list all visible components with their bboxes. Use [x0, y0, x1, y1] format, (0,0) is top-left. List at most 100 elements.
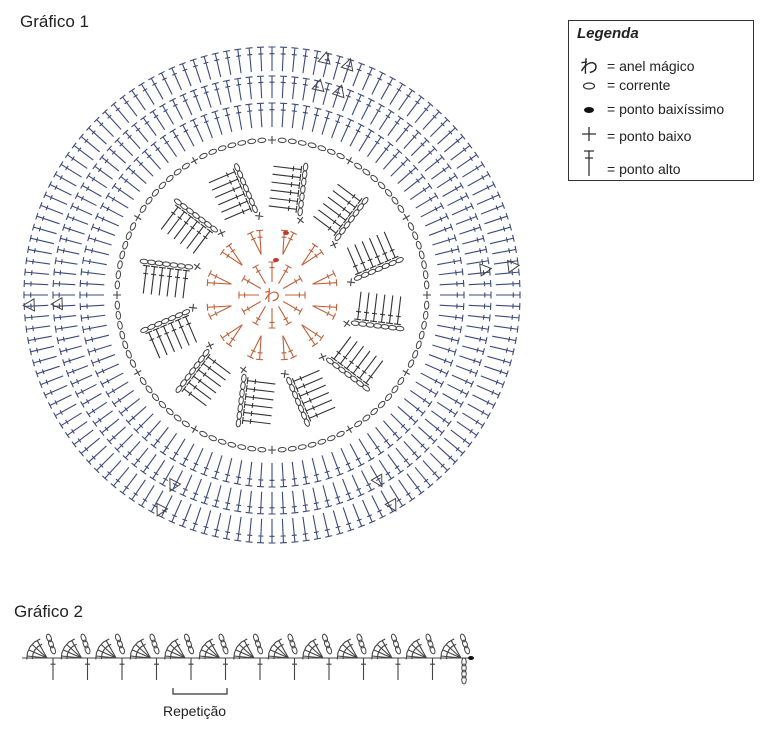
double-crochet-stitch: [493, 325, 519, 333]
double-crochet-stitch: [78, 437, 101, 457]
chain-stitch: [119, 330, 126, 340]
chain-stitch: [387, 324, 397, 331]
double-crochet-stitch: [312, 50, 322, 75]
double-crochet-stitch: [201, 641, 220, 659]
double-crochet-stitch: [234, 516, 242, 542]
double-crochet-stitch: [358, 128, 375, 152]
chain-stitch: [257, 446, 267, 453]
double-crochet-stitch: [294, 377, 323, 393]
double-crochet-stitch: [58, 161, 82, 178]
double-crochet-stitch: [302, 48, 310, 74]
chain-stitch: [395, 325, 405, 332]
double-crochet-stitch: [398, 479, 416, 503]
double-crochet-stitch: [447, 192, 470, 207]
double-crochet-stitch: [304, 399, 333, 415]
double-crochet-stitch: [153, 657, 160, 680]
double-crochet-stitch: [469, 291, 492, 299]
chain-stitch: [208, 148, 217, 155]
double-crochet-stitch: [133, 156, 154, 177]
double-crochet-stitch: [189, 58, 202, 83]
picot-fan: [156, 502, 169, 517]
double-crochet-stitch: [436, 401, 459, 418]
double-crochet-stitch: [53, 314, 77, 322]
double-crochet-stitch: [302, 77, 310, 101]
double-crochet-stitch: [291, 369, 320, 385]
double-crochet-stitch: [173, 214, 194, 240]
double-crochet-stitch: [390, 413, 411, 434]
chain-stitch: [254, 639, 262, 649]
double-crochet-stitch: [443, 437, 466, 457]
double-crochet-stitch: [489, 234, 515, 245]
legend-item-double-crochet: = ponto alto: [577, 149, 681, 180]
chain-stitch: [117, 260, 123, 270]
double-crochet-stitch: [352, 503, 366, 529]
double-crochet-stitch: [390, 156, 411, 177]
single-crochet-stitch: [206, 341, 214, 350]
double-crochet-stitch: [31, 355, 57, 367]
double-crochet-stitch: [60, 652, 82, 660]
double-crochet-stitch: [270, 189, 300, 197]
chain-stitch: [140, 326, 149, 333]
double-crochet-stitch: [291, 461, 299, 487]
double-crochet-stitch: [110, 466, 130, 489]
double-crochet-stitch: [394, 657, 402, 680]
chain-stitch: [208, 435, 217, 442]
chain-stitch: [165, 407, 174, 416]
double-crochet-stitch: [23, 302, 49, 310]
chain-stitch: [350, 320, 360, 326]
legend-item-single-crochet: = ponto baixo: [577, 125, 691, 146]
double-crochet-stitch: [234, 48, 242, 74]
chain-stitch: [220, 639, 227, 649]
chain-stitch: [175, 385, 183, 393]
double-crochet-stitch: [56, 335, 80, 345]
double-crochet-stitch: [241, 416, 271, 425]
picot-fan: [370, 473, 383, 488]
double-crochet-stitch: [64, 421, 88, 439]
double-crochet-stitch: [200, 482, 212, 505]
double-crochet-stitch: [200, 510, 212, 536]
double-crochet-stitch: [395, 122, 413, 143]
double-crochet-stitch: [456, 151, 480, 169]
double-crochet-stitch: [142, 264, 151, 294]
chain-stitch: [139, 258, 149, 265]
chain-stitch: [47, 639, 55, 649]
chain-stitch: [362, 168, 371, 176]
double-crochet-stitch: [437, 124, 459, 145]
chain-stitch: [117, 320, 123, 330]
double-crochet-stitch: [149, 108, 166, 131]
double-crochet-stitch: [211, 52, 222, 78]
double-crochet-stitch: [387, 454, 404, 475]
double-crochet-stitch: [312, 487, 322, 511]
chain-stitch: [415, 240, 422, 250]
double-crochet-stitch: [321, 455, 333, 480]
double-crochet-stitch: [256, 229, 264, 255]
double-crochet-stitch: [56, 245, 80, 255]
double-crochet-stitch: [476, 384, 501, 399]
double-crochet-stitch: [145, 330, 161, 359]
chain-stitch: [158, 181, 167, 190]
double-crochet-stitch: [438, 314, 464, 322]
double-crochet-stitch: [495, 280, 521, 288]
double-crochet-stitch: [455, 365, 479, 377]
double-crochet-stitch: [462, 345, 485, 356]
double-crochet-stitch: [23, 291, 48, 299]
double-crochet-stitch: [354, 244, 370, 273]
chain-stitch: [394, 645, 402, 655]
chain-stitch: [377, 181, 386, 190]
single-crochet-stitch: [402, 368, 410, 377]
double-crochet-stitch: [418, 426, 438, 445]
chain-stitch: [384, 188, 393, 197]
chain-stitch: [323, 639, 331, 649]
double-crochet-stitch: [268, 205, 298, 213]
chain-stitch: [145, 385, 153, 394]
double-crochet-stitch: [25, 325, 51, 333]
chain-stitch: [217, 145, 227, 152]
double-crochet-stitch: [141, 420, 162, 442]
repeat-bracket: [172, 688, 228, 695]
chain-stitch: [380, 324, 390, 330]
double-crochet-stitch: [207, 305, 232, 320]
double-crochet-stitch: [52, 280, 76, 288]
double-crochet-stitch: [268, 102, 276, 127]
double-crochet-stitch: [366, 134, 385, 158]
double-crochet-stitch: [322, 512, 333, 538]
